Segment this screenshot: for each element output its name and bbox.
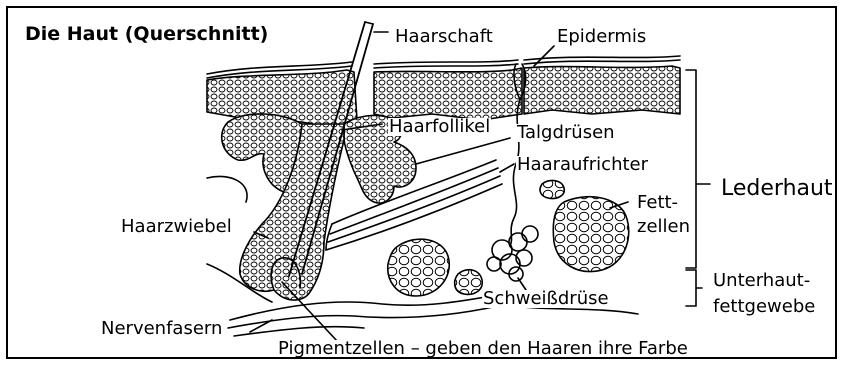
label-nervenfasern: Nervenfasern [100,320,223,338]
bracket-unterhaut [686,270,702,306]
label-schweissdruese: Schweißdrüse [482,290,610,308]
fat-cells-large [553,197,628,272]
nerve-fibers [228,292,512,336]
bracket-lederhaut [686,70,710,268]
diagram-title: Die Haut (Querschnitt) [24,25,269,44]
label-haaraufrichter: Haaraufrichter [516,156,649,174]
diagram-frame: Die Haut (Querschnitt) Haarschaft Epider… [6,6,837,359]
fat-cells-small [455,270,483,295]
label-haarfollikel: Haarfollikel [388,118,491,136]
sweat-gland-coil [487,226,538,281]
label-lederhaut: Lederhaut [720,178,834,200]
fat-cells-tiny [540,181,564,199]
leader-haaraufrichter [500,164,514,172]
label-fett-line2: zellen [636,218,691,236]
label-talgdruesen: Talgdrüsen [516,124,616,142]
label-unterhaut-line2: fettgewebe [712,298,816,316]
epidermis-layer-far-right [524,66,680,114]
label-haarzwiebel: Haarzwiebel [120,218,233,236]
label-fett-line1: Fett- [636,194,679,212]
label-haarschaft: Haarschaft [394,28,494,46]
fat-cells-medium [388,239,450,296]
label-pigmentzellen: Pigmentzellen – geben den Haaren ihre Fa… [277,340,689,358]
label-epidermis: Epidermis [556,28,647,46]
epidermis-layer-right [374,68,522,120]
label-unterhaut-line1: Unterhaut- [712,272,811,290]
